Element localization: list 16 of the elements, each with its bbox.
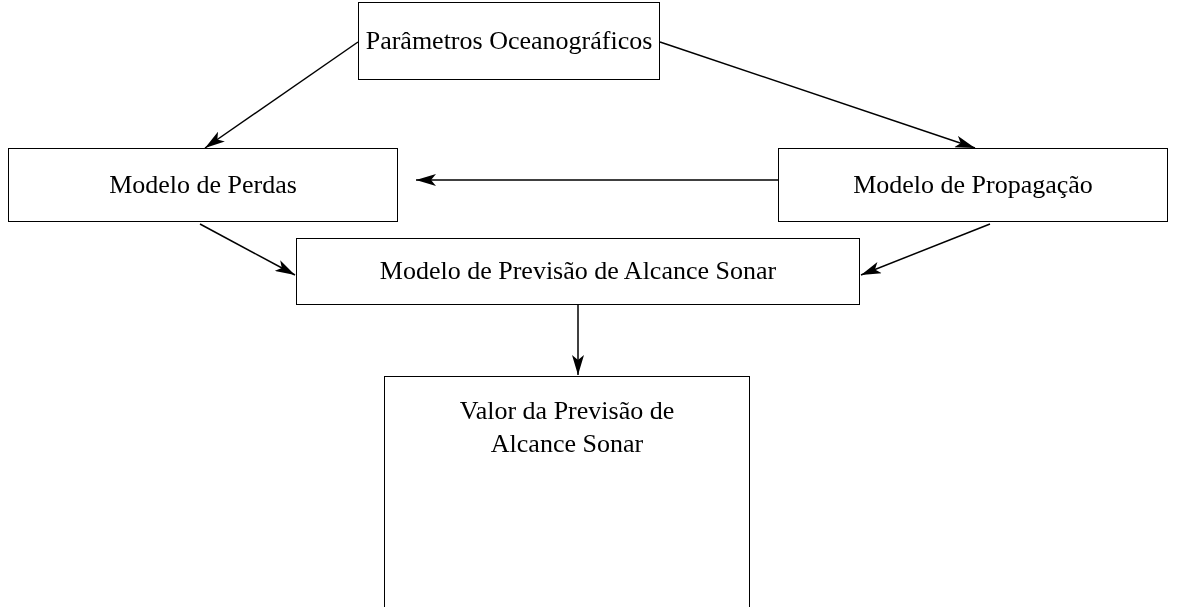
process-box — [296, 238, 860, 305]
box-label: Modelo de Propagação — [853, 168, 1093, 201]
box-label: Valor da Previsão de Alcance Sonar — [458, 395, 676, 460]
box-label: Modelo de Perdas — [109, 168, 297, 201]
arrow — [415, 174, 779, 186]
arrow — [659, 41, 976, 149]
arrow — [204, 41, 359, 149]
arrow — [860, 223, 991, 276]
process-box — [8, 148, 398, 222]
arrow — [199, 223, 296, 276]
box-label: Modelo de Previsão de Alcance Sonar — [379, 255, 777, 288]
process-box — [358, 2, 660, 80]
process-box — [384, 376, 750, 607]
box-label: Parâmetros Oceanográficos — [365, 24, 653, 57]
arrow — [572, 304, 584, 376]
process-box — [778, 148, 1168, 222]
